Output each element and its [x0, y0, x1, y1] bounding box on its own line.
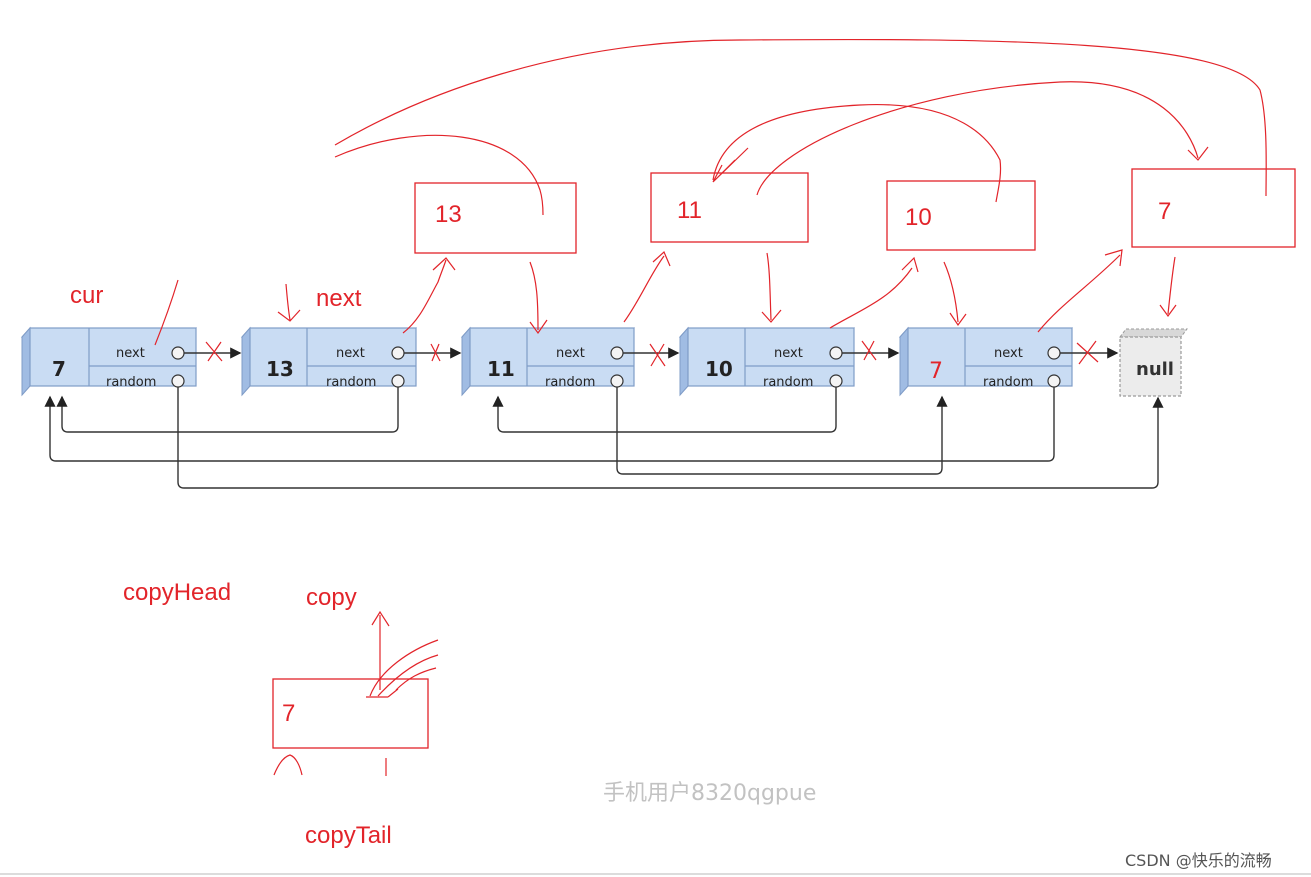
copy-tail-label: copyTail [305, 822, 392, 849]
node-value: 7 [52, 357, 66, 381]
copy-node-value: 13 [435, 201, 462, 228]
next-pointer-icon [171, 346, 185, 360]
bottom-divider [0, 873, 1311, 875]
copy-node-13: 13 [414, 182, 577, 254]
random-pointer-icon [610, 374, 624, 388]
copy-node-10: 10 [886, 180, 1036, 251]
copy-node-value: 7 [282, 700, 295, 727]
hand-drawn-arrows [154, 38, 1267, 776]
random-pointer-icon [391, 374, 405, 388]
cur-pointer-label: cur [70, 282, 103, 309]
node-value: 11 [487, 357, 515, 381]
next-pointer-icon [1047, 346, 1061, 360]
random-pointer-icon [1047, 374, 1061, 388]
next-pointer-icon [610, 346, 624, 360]
random-arrow [44, 387, 1055, 462]
random-pointer-icon [829, 374, 843, 388]
random-field-label: random [326, 375, 376, 390]
random-arrow [492, 387, 837, 433]
copy-node-value: 7 [1158, 198, 1171, 225]
copy-label: copy [306, 584, 357, 611]
copy-node-value: 11 [677, 197, 702, 224]
next-field-label: next [336, 346, 365, 361]
next-field-label: next [116, 346, 145, 361]
copy-head-label: copyHead [123, 579, 231, 606]
node-value: 13 [266, 357, 294, 381]
new-copy-node: 7 [272, 678, 429, 749]
next-field-label: next [774, 346, 803, 361]
node-value: 7 [929, 359, 943, 384]
random-pointer-icon [171, 374, 185, 388]
random-field-label: random [106, 375, 156, 390]
random-field-label: random [545, 375, 595, 390]
list-node-5: 7 next random [898, 326, 1074, 397]
next-pointer-icon [829, 346, 843, 360]
list-node-4: 10 next random [678, 326, 856, 397]
null-node: null [1119, 328, 1188, 397]
next-field-label: next [556, 346, 585, 361]
random-field-label: random [983, 375, 1033, 390]
list-node-2: 13 next random [240, 326, 418, 397]
random-field-label: random [763, 375, 813, 390]
random-arrow [56, 387, 399, 433]
next-pointer-label: next [316, 285, 362, 312]
copy-node-7: 7 [1131, 168, 1296, 248]
next-pointer-icon [391, 346, 405, 360]
author-credit: CSDN @快乐的流畅 [1125, 851, 1272, 870]
copy-node-value: 10 [905, 204, 932, 231]
list-node-3: 11 next random [460, 326, 636, 397]
random-arrow [616, 387, 948, 475]
null-label: null [1136, 359, 1174, 380]
list-node-1: 7 next random [20, 326, 198, 397]
next-field-label: next [994, 346, 1023, 361]
node-value: 10 [705, 357, 733, 381]
watermark-text: 手机用户8320qgpue [603, 781, 817, 806]
copy-node-11: 11 [650, 172, 809, 243]
random-arrow [177, 387, 1164, 489]
